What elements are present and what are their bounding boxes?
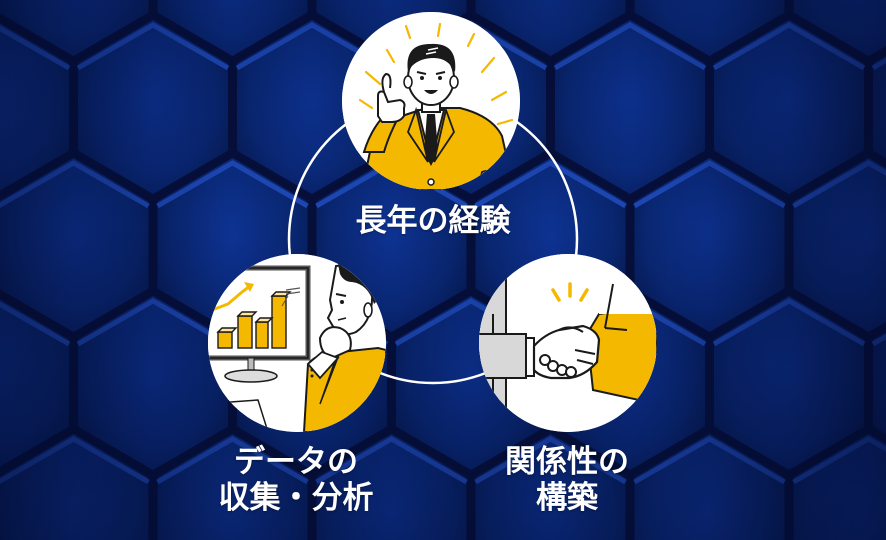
man-analyzing-bar-chart-icon xyxy=(208,254,386,432)
node-relationship-image xyxy=(479,254,657,432)
handshake-icon xyxy=(479,254,657,432)
label-line: 収集・分析 xyxy=(218,480,374,516)
node-data-image xyxy=(208,254,386,432)
label-line: 長年の経験 xyxy=(355,203,511,239)
node-experience-image xyxy=(342,12,520,190)
node-data-label: データの 収集・分析 xyxy=(196,444,396,516)
node-experience-label: 長年の経験 xyxy=(333,203,533,239)
label-line: 関係性の xyxy=(505,444,629,480)
node-relationship-label: 関係性の 構築 xyxy=(467,444,667,516)
businessman-thumbs-up-icon xyxy=(342,12,520,190)
label-line: データの xyxy=(234,444,358,480)
label-line: 構築 xyxy=(536,480,598,516)
